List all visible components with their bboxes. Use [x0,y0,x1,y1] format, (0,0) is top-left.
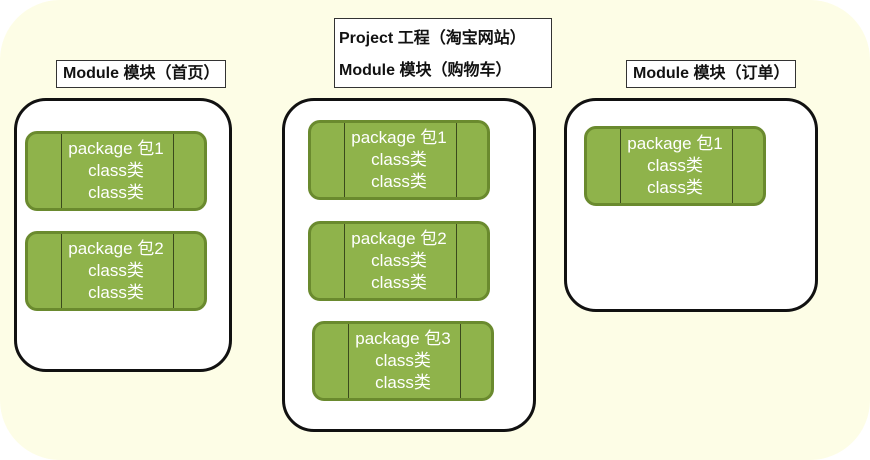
package-name: package 包1 [68,139,164,158]
class-item: class类 [371,273,427,292]
package-cart-2: package 包2 class类 class类 [308,221,490,301]
package-inner-frame [61,134,174,208]
package-content: package 包2 class类 class类 [311,228,487,294]
module-label-cart: Module 模块（购物车） [339,62,512,79]
package-name: package 包2 [68,239,164,258]
class-item: class类 [371,172,427,191]
package-name: package 包2 [351,229,447,248]
package-content: package 包1 class类 class类 [28,138,204,204]
module-label-order: Module 模块（订单） [626,60,797,88]
package-inner-frame [348,324,461,398]
module-label-home: Module 模块（首页） [56,60,227,88]
package-inner-frame [344,224,457,298]
class-item: class类 [375,373,431,392]
package-content: package 包1 class类 class类 [587,133,763,199]
package-order-1: package 包1 class类 class类 [584,126,766,206]
project-label: Project 工程（淘宝网站） Module 模块（购物车） [334,18,552,88]
class-item: class类 [371,150,427,169]
package-content: package 包1 class类 class类 [311,127,487,193]
class-item: class类 [88,283,144,302]
package-inner-frame [620,129,733,203]
class-item: class类 [88,183,144,202]
class-item: class类 [88,161,144,180]
package-cart-3: package 包3 class类 class类 [312,321,494,401]
package-name: package 包1 [627,134,723,153]
package-home-1: package 包1 class类 class类 [25,131,207,211]
package-content: package 包3 class类 class类 [315,328,491,394]
class-item: class类 [371,251,427,270]
package-name: package 包1 [351,128,447,147]
package-inner-frame [344,123,457,197]
package-content: package 包2 class类 class类 [28,238,204,304]
class-item: class类 [88,261,144,280]
package-home-2: package 包2 class类 class类 [25,231,207,311]
project-title: Project 工程（淘宝网站） [339,30,526,47]
package-cart-1: package 包1 class类 class类 [308,120,490,200]
class-item: class类 [375,351,431,370]
class-item: class类 [647,178,703,197]
package-name: package 包3 [355,329,451,348]
package-inner-frame [61,234,174,308]
class-item: class类 [647,156,703,175]
